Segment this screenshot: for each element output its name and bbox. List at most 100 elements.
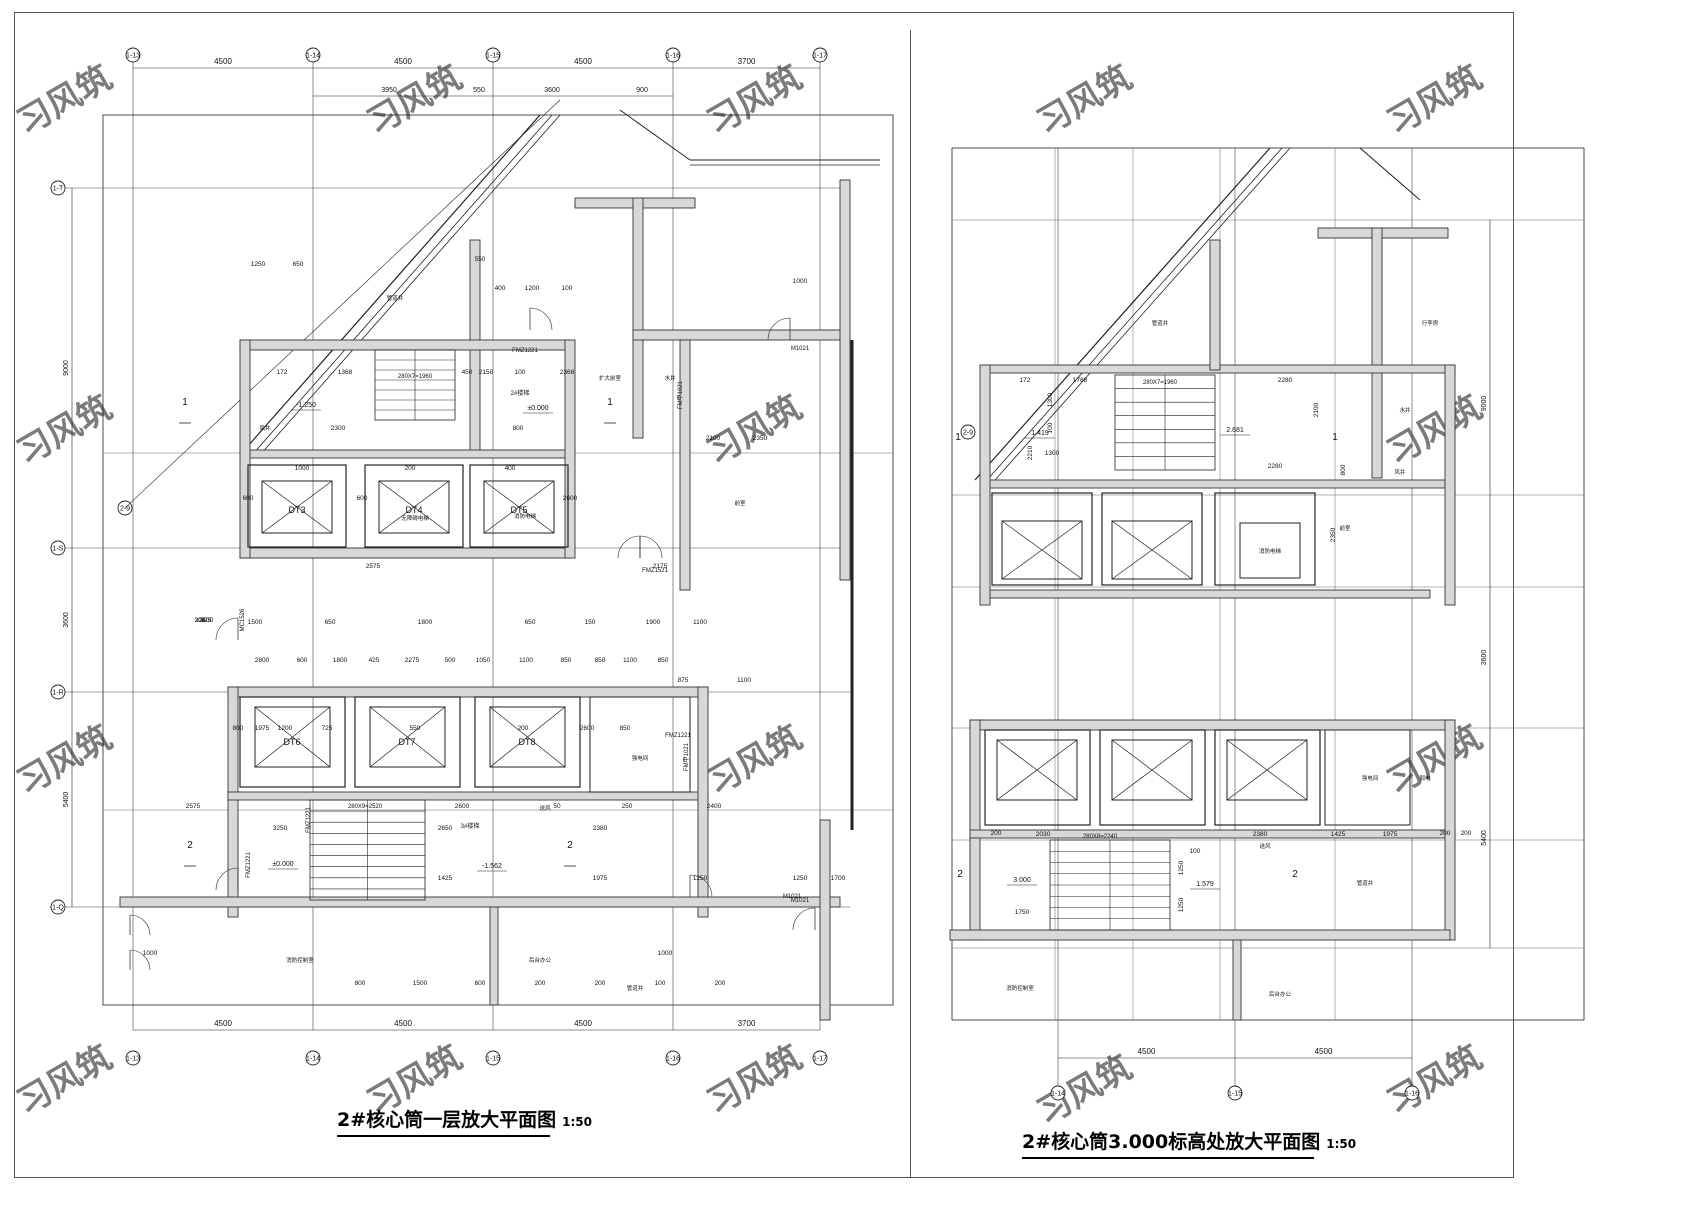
plan1-elevator-label: DT8 [518, 737, 535, 747]
plan2-elevator-car-frame [1001, 520, 1083, 580]
plan2-scale: 1:50 [1326, 1137, 1357, 1151]
plan1-misc-dim: 800 [355, 980, 366, 987]
plan1-stair-3 [309, 799, 426, 901]
plan1-axis-bottom-circle [485, 1050, 501, 1066]
plan1-elevator-car [483, 480, 555, 534]
plan1-axis-top-label: 1-17 [813, 53, 827, 60]
plan1-misc-dim: 2368 [560, 369, 575, 376]
plan1-misc-dim: 1000 [793, 278, 808, 285]
plan1-misc-dim: 2575 [186, 803, 201, 810]
plan2-title-underline [1022, 1157, 1315, 1159]
plan1-elevator-car [254, 706, 331, 768]
plan1-elevator-car-x2 [378, 480, 450, 534]
plan1-axis-top-circle [812, 47, 828, 63]
plan1-axis-top: 1-16 [665, 47, 681, 63]
plan2-level-mark: 1.579 [1196, 881, 1214, 888]
plan1-room-label: 水井 [664, 374, 676, 382]
plan1-misc-dim: 172 [277, 369, 288, 376]
plan1-door-tag: FMZ1521 [642, 568, 668, 574]
plan2-misc-dim: 2210 [1027, 445, 1034, 460]
plan2-misc-dim: 1300 [1047, 392, 1054, 407]
plan1-axis-left-circle [50, 180, 66, 196]
plan2-misc-dim: 2100 [1313, 402, 1320, 417]
plan2-wall [1444, 364, 1456, 606]
plan1-axis-top-circle [485, 47, 501, 63]
plan1-misc-dim: 1700 [831, 875, 846, 882]
plan2-misc-dim: 1750 [1015, 909, 1030, 916]
plan1-door-tag: MC1526 [240, 608, 246, 631]
watermark-text: 习风筑 [1031, 1049, 1138, 1133]
plan2-room-label: 水井 [1399, 406, 1411, 414]
plan1-axis-top-circle [665, 47, 681, 63]
watermark-text: 习风筑 [1381, 59, 1488, 143]
plan2-diagonal-facade [986, 147, 1283, 481]
plan1-door-swing [215, 867, 239, 891]
plan1-door [689, 874, 713, 898]
plan2-axis-bottom-circle [1227, 1085, 1243, 1101]
plan1-wall [239, 339, 251, 559]
plan2-dim-right: 5400 [1481, 830, 1488, 846]
plan1-dim-top2: 3600 [544, 87, 560, 94]
plan1-elevator-car-frame [254, 706, 331, 768]
plan1-wall [227, 686, 709, 698]
plan2-misc-dim: 2350 [1330, 527, 1337, 542]
plan2-wall [984, 479, 1446, 489]
plan1-room-label: 无障碍电梯 [401, 514, 429, 522]
plan1-axis-bottom: 1-16 [665, 1050, 681, 1066]
plan2-misc-dim: 172 [1020, 377, 1031, 384]
plan1-misc-dim: 2600 [580, 725, 595, 732]
plan1-misc-dim: 200 [715, 980, 726, 987]
plan1-room-label: 消防控制室 [286, 956, 314, 964]
plan1-level-mark: -1.562 [482, 863, 502, 870]
plan2-wall [979, 364, 991, 606]
plan1-door-swing [215, 617, 239, 641]
plan1-misc-dim: 3250 [273, 825, 288, 832]
plan1-elevator-car-x2 [369, 706, 446, 768]
plan2-elevator-car-x2 [996, 739, 1078, 801]
plan1-elevator-car-frame [489, 706, 566, 768]
plan2-axis-bottom: 1-15 [1227, 1085, 1243, 1101]
plan2-axis-bottom-label: 1-16 [1405, 1091, 1419, 1098]
plan2-room-label: 行李房 [1422, 319, 1439, 327]
plan1-elevator-car-frame [483, 480, 555, 534]
plan2-axis-bottom-circle [1050, 1085, 1066, 1101]
plan2-level-mark: 1.419 [1031, 430, 1049, 437]
plan1-misc-dim: 325 [201, 617, 212, 624]
watermark-text: 习风筑 [1031, 59, 1138, 143]
plan1-door-tag: FMZ1221 [246, 852, 252, 878]
sheet-frame [14, 12, 1514, 1178]
plan1-door [529, 307, 553, 331]
plan1-room-label: 前室 [734, 499, 746, 507]
plan1-elevator-car-x2 [254, 706, 331, 768]
plan2-elevator-car-frame [1226, 739, 1308, 801]
plan1-axis-top-label: 1-15 [486, 53, 500, 60]
plan1-stair-name: 3#楼梯 [461, 822, 480, 830]
plan1-section-mark: 1 [182, 397, 188, 408]
plan1-misc-dim: 1200 [278, 725, 293, 732]
plan1-door-swing [529, 307, 553, 331]
plan2-level-mark: 2.681 [1226, 427, 1244, 434]
plan2-wall [1232, 939, 1242, 1021]
plan2-axis-diag-label: 2-9 [963, 430, 973, 437]
plan1-misc-dim: 100 [562, 285, 573, 292]
plan1-misc-dim: 2350 [753, 435, 768, 442]
plan1-misc-dim: 1100 [737, 677, 751, 684]
plan1-axis-left-label: 1-T [53, 186, 64, 193]
plan1-wall [227, 686, 239, 918]
plan1-misc-dim: 450 [462, 369, 473, 376]
plan1-misc-dim: 1200 [525, 285, 540, 292]
plan1-door [215, 617, 239, 641]
plan1-room-label: 扩大前室 [599, 374, 622, 382]
plan2-elevator-car [1226, 739, 1308, 801]
plan1-misc-dim: 2380 [593, 825, 608, 832]
plan1-room-label: 强电间 [632, 754, 649, 762]
plan1-misc-dim: 1500 [248, 619, 263, 626]
plan1-axis-left-label: 1-S [53, 546, 64, 553]
plan1-misc-dim: 1975 [593, 875, 608, 882]
watermark-text: 习风筑 [11, 389, 118, 473]
plan1-dim-top: 4500 [394, 57, 412, 66]
plan1-elevator-label: DT5 [510, 505, 527, 515]
plan1-door-swing [617, 535, 641, 559]
sheet-divider [910, 30, 911, 1178]
